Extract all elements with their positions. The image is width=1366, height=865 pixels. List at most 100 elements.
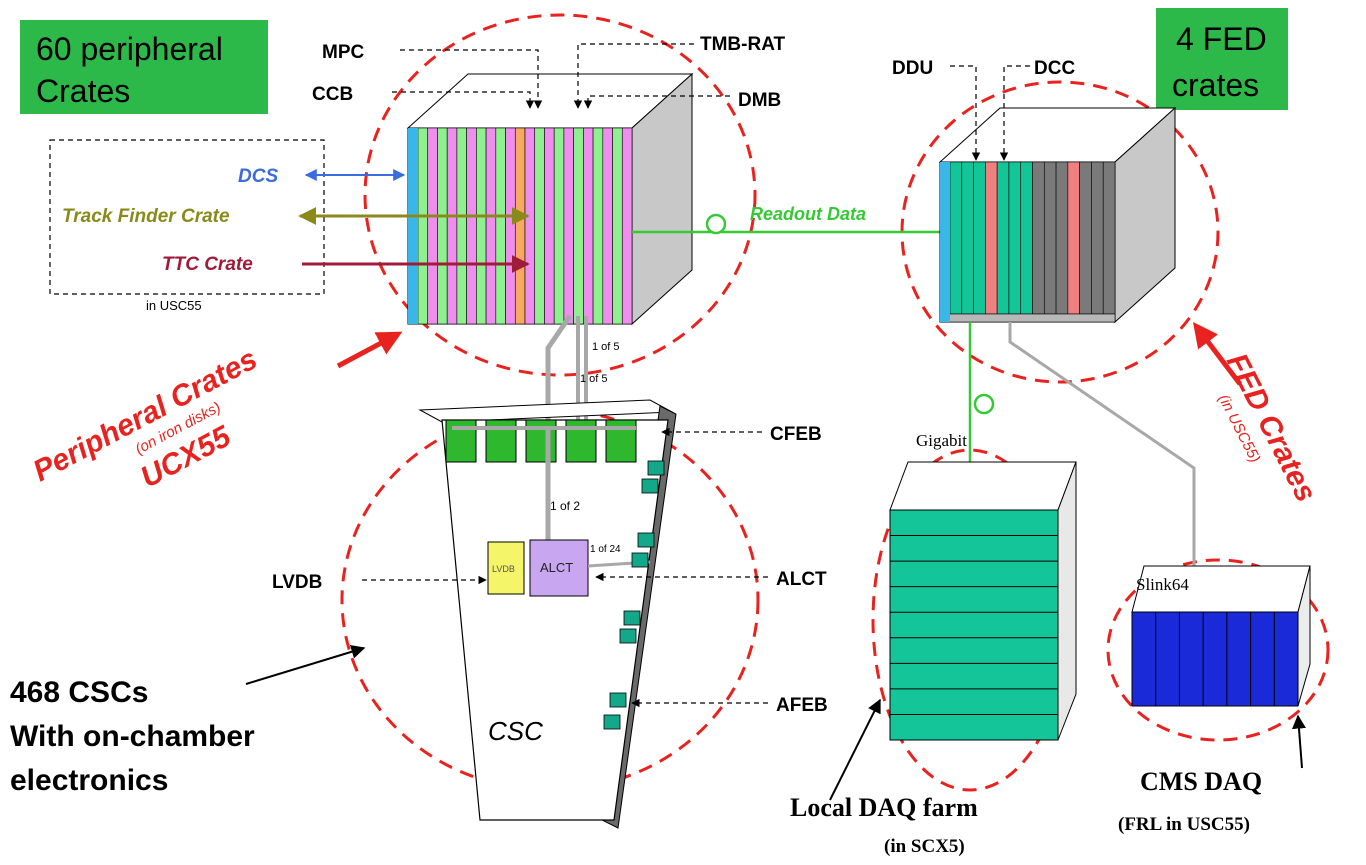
crate-slot	[446, 127, 458, 325]
fed-crates-annotation: FED Crates (in USC55)	[1192, 322, 1323, 507]
crate-slot	[456, 127, 467, 325]
afeb-board	[623, 610, 641, 626]
fed-title-line2: crates	[1172, 67, 1259, 103]
mpc-label: MPC	[322, 42, 365, 63]
afeb-board	[637, 532, 655, 548]
slink64-link	[1008, 322, 1196, 590]
crate-slot	[612, 127, 623, 325]
cms-daq-label: CMS DAQ (FRL in USC55)	[1118, 714, 1306, 835]
afeb-board	[647, 460, 665, 476]
afeb-board	[603, 714, 621, 730]
crate-slot	[524, 127, 536, 325]
fed-slot	[1067, 161, 1080, 315]
fed-controller-slot	[940, 162, 950, 322]
csc-label: CSC	[488, 716, 543, 746]
fed-title-line1: 4 FED	[1176, 21, 1267, 57]
optical-link-icon-2	[973, 393, 995, 415]
peripheral-title-box: 60 peripheral Crates	[20, 20, 268, 114]
fed-crate-base	[939, 313, 1116, 323]
afeb-board	[631, 552, 649, 568]
optical-link-icon	[705, 213, 727, 235]
cms-daq-columns	[1155, 612, 1275, 706]
tmb-rat-callout: TMB-RAT	[573, 34, 786, 109]
crate-slot	[427, 127, 438, 325]
one-of-5-label-b: 1 of 5	[580, 373, 608, 385]
crate-slot	[514, 127, 526, 325]
cms-daq-circle	[1106, 558, 1330, 742]
one-of-5-label-a: 1 of 5	[592, 341, 620, 353]
local-daq-label: Local DAQ farm (in SCX5)	[790, 698, 978, 857]
fed-slot	[961, 161, 974, 315]
crate-slot	[437, 127, 448, 325]
peripheral-title-line2: Crates	[36, 73, 130, 109]
csc-count-line1: 468 CSCs	[10, 676, 148, 709]
ccb-callout: CCB	[312, 84, 535, 109]
ddu-label: DDU	[892, 58, 933, 79]
crate-slot	[544, 127, 555, 325]
fed-crate	[938, 106, 1177, 324]
fed-slot	[1102, 161, 1116, 315]
fed-slot	[1008, 161, 1022, 315]
local-daq-rack-rows	[890, 535, 1058, 715]
ddu-callout: DDU	[892, 58, 981, 161]
fed-slot	[1032, 161, 1045, 315]
peripheral-crates-arrow	[336, 331, 403, 369]
afeb-board	[609, 692, 627, 708]
fed-slot	[1055, 161, 1069, 315]
mpc-callout: MPC	[322, 42, 543, 109]
cfeb-label: CFEB	[770, 424, 822, 445]
one-of-2-label: 1 of 2	[550, 499, 580, 513]
fed-slot	[1020, 161, 1033, 315]
fed-slot	[1043, 161, 1057, 315]
lvdb-board-label: LVDB	[492, 564, 515, 574]
readout-data-link: Readout Data	[632, 204, 940, 235]
fed-slot	[949, 161, 963, 315]
cms-daq-arrow	[1291, 714, 1306, 769]
ttc-label: TTC Crate	[162, 254, 253, 275]
dmb-callout: DMB	[583, 90, 781, 111]
peripheral-crates-annotation: Peripheral Crates (on iron disks) UCX55	[28, 331, 403, 494]
crate-slot	[466, 127, 477, 325]
csc-chamber: 1 of 2 LVDB ALCT 1 of 24 CSC	[418, 399, 677, 829]
dmb-label: DMB	[738, 90, 781, 111]
crate-slot	[417, 127, 429, 325]
csc-count-arrow	[245, 644, 366, 685]
fed-slot	[985, 161, 998, 315]
crate-slot	[621, 127, 633, 325]
fed-crate-slots	[939, 161, 1116, 323]
readout-data-label: Readout Data	[750, 204, 866, 224]
csc-count-line2: With on-chamber	[10, 720, 255, 753]
local-daq-arrow	[829, 698, 881, 801]
fed-crates-arrow	[1192, 322, 1242, 386]
slink64-label: Slink64	[1136, 575, 1189, 594]
afeb-label: AFEB	[776, 695, 828, 716]
gigabit-ethernet-link: Gigabit ethernet	[914, 322, 995, 484]
peripheral-crate	[406, 72, 694, 326]
dcs-label: DCS	[238, 166, 278, 187]
crate-slot	[495, 127, 506, 325]
fed-slot	[1091, 161, 1104, 315]
crate-slot	[505, 127, 516, 325]
cms-daq-title: CMS DAQ	[1140, 767, 1262, 796]
fed-slot	[996, 161, 1010, 315]
crate-slot	[534, 127, 545, 325]
crate-slot	[563, 127, 574, 325]
ccb-label: CCB	[312, 84, 353, 105]
cfeb-callout: CFEB	[661, 424, 822, 445]
fed-slot	[973, 161, 986, 315]
lvdb-label: LVDB	[272, 572, 322, 593]
csc-count-line3: electronics	[10, 764, 168, 797]
track-finder-label: Track Finder Crate	[62, 206, 230, 227]
alct-callout: ALCT	[595, 569, 827, 590]
local-daq-farm	[889, 461, 1077, 741]
lvdb-board: LVDB	[487, 541, 525, 595]
afeb-board	[619, 628, 637, 644]
crate-slot	[553, 127, 565, 325]
fed-title-box: 4 FED crates	[1156, 8, 1288, 110]
local-daq-title: Local DAQ farm	[790, 793, 978, 822]
external-crates-box: DCS Track Finder Crate TTC Crate in USC5…	[49, 139, 530, 313]
local-daq-location: (in SCX5)	[884, 836, 965, 857]
afeb-callout: AFEB	[631, 695, 828, 716]
peripheral-title-line1: 60 peripheral	[36, 31, 223, 67]
